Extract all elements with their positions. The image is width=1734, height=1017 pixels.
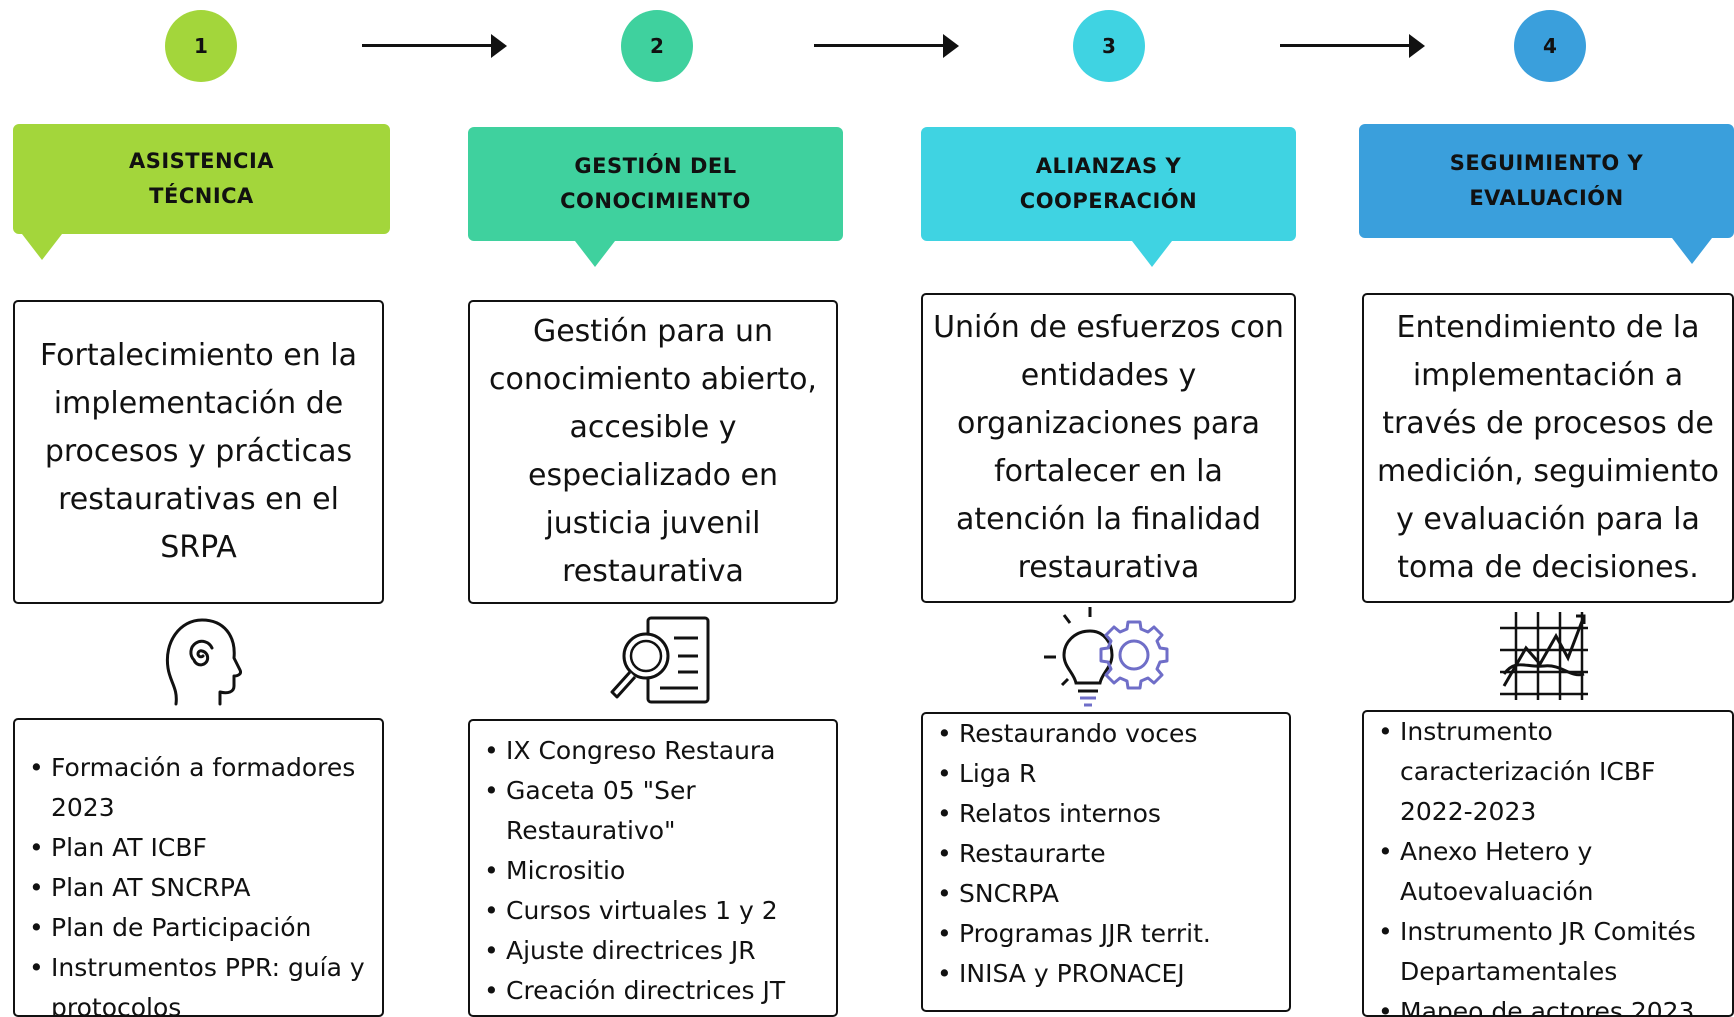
description-text: Entendimiento de la implementación a tra… [1377,310,1719,585]
description-text: Unión de esfuerzos con entidades y organ… [933,310,1284,585]
list-item: Gaceta 05 "Ser Restaurativo" [470,771,836,851]
list-item: SNCRPA [923,874,1289,914]
list-item: Restaurando voces [923,714,1289,754]
list-item: Instrumentos PPR: guía y protocolos [15,948,382,1015]
step-3-list: Restaurando voces Liga R Relatos interno… [921,712,1291,1012]
banner-pointer [1672,238,1712,264]
step-1-title: ASISTENCIA TÉCNICA [13,124,390,234]
list-item: Liga R [923,754,1289,794]
step-2-description: Gestión para un conocimiento abierto, ac… [468,300,838,604]
description-text: Fortalecimiento en la implementación de … [39,338,358,565]
step-3-description: Unión de esfuerzos con entidades y organ… [921,293,1296,603]
title-line: SEGUIMIENTO Y [1449,151,1644,175]
document-search-icon [604,612,714,707]
title-line: EVALUACIÓN [1469,186,1624,210]
growth-chart-icon [1496,608,1592,704]
title-line: COOPERACIÓN [1019,189,1198,213]
step-number: 1 [194,34,208,58]
list-item: Instrumento caracterización ICBF 2022-20… [1364,712,1732,832]
banner-pointer [1132,241,1172,267]
list-item: IX Congreso Restaura [470,731,836,771]
list-item: Formación a formadores 2023 [15,748,382,828]
step-3-circle: 3 [1073,10,1145,82]
head-spiral-icon [162,612,242,707]
list-item: Creación directrices JT [470,971,836,1011]
list-item: Plan AT ICBF [15,828,382,868]
list-item: Instrumento JR Comités Departamentales [1364,912,1732,992]
banner-pointer [22,234,62,260]
banner-pointer [575,241,615,267]
arrow-right-icon [814,34,959,58]
title-line: ASISTENCIA [128,149,275,173]
step-4-title: SEGUIMIENTO Y EVALUACIÓN [1359,124,1734,238]
title-line: ALIANZAS Y [1035,154,1182,178]
list-item: INISA y PRONACEJ [923,954,1289,994]
step-1-circle: 1 [165,10,237,82]
arrow-right-icon [362,34,507,58]
title-line: TÉCNICA [149,184,254,208]
step-2-title: GESTIÓN DEL CONOCIMIENTO [468,127,843,241]
list-item: Micrositio [470,851,836,891]
step-4-list: Instrumento caracterización ICBF 2022-20… [1362,710,1734,1017]
step-1-description: Fortalecimiento en la implementación de … [13,300,384,604]
step-number: 3 [1102,34,1116,58]
title-line: GESTIÓN DEL [574,154,737,178]
step-2-list: IX Congreso Restaura Gaceta 05 "Ser Rest… [468,719,838,1017]
title-line: CONOCIMIENTO [560,189,751,213]
description-text: Gestión para un conocimiento abierto, ac… [489,314,817,589]
list-item: Plan AT SNCRPA [15,868,382,908]
step-number: 2 [650,34,664,58]
list-item: Cursos virtuales 1 y 2 [470,891,836,931]
step-4-circle: 4 [1514,10,1586,82]
arrow-right-icon [1280,34,1425,58]
list-item: Relatos internos [923,794,1289,834]
step-2-circle: 2 [621,10,693,82]
step-1-list: Formación a formadores 2023 Plan AT ICBF… [13,718,384,1017]
list-item: Mapeo de actores 2023 [1364,992,1732,1015]
list-item: Restaurarte [923,834,1289,874]
step-number: 4 [1543,34,1557,58]
list-item: Anexo Hetero y Autoevaluación [1364,832,1732,912]
step-3-title: ALIANZAS Y COOPERACIÓN [921,127,1296,241]
step-4-description: Entendimiento de la implementación a tra… [1362,293,1734,603]
lightbulb-gear-icon [1040,605,1180,709]
list-item: Plan de Participación [15,908,382,948]
list-item: Programas JJR territ. [923,914,1289,954]
list-item: Ajuste directrices JR [470,931,836,971]
